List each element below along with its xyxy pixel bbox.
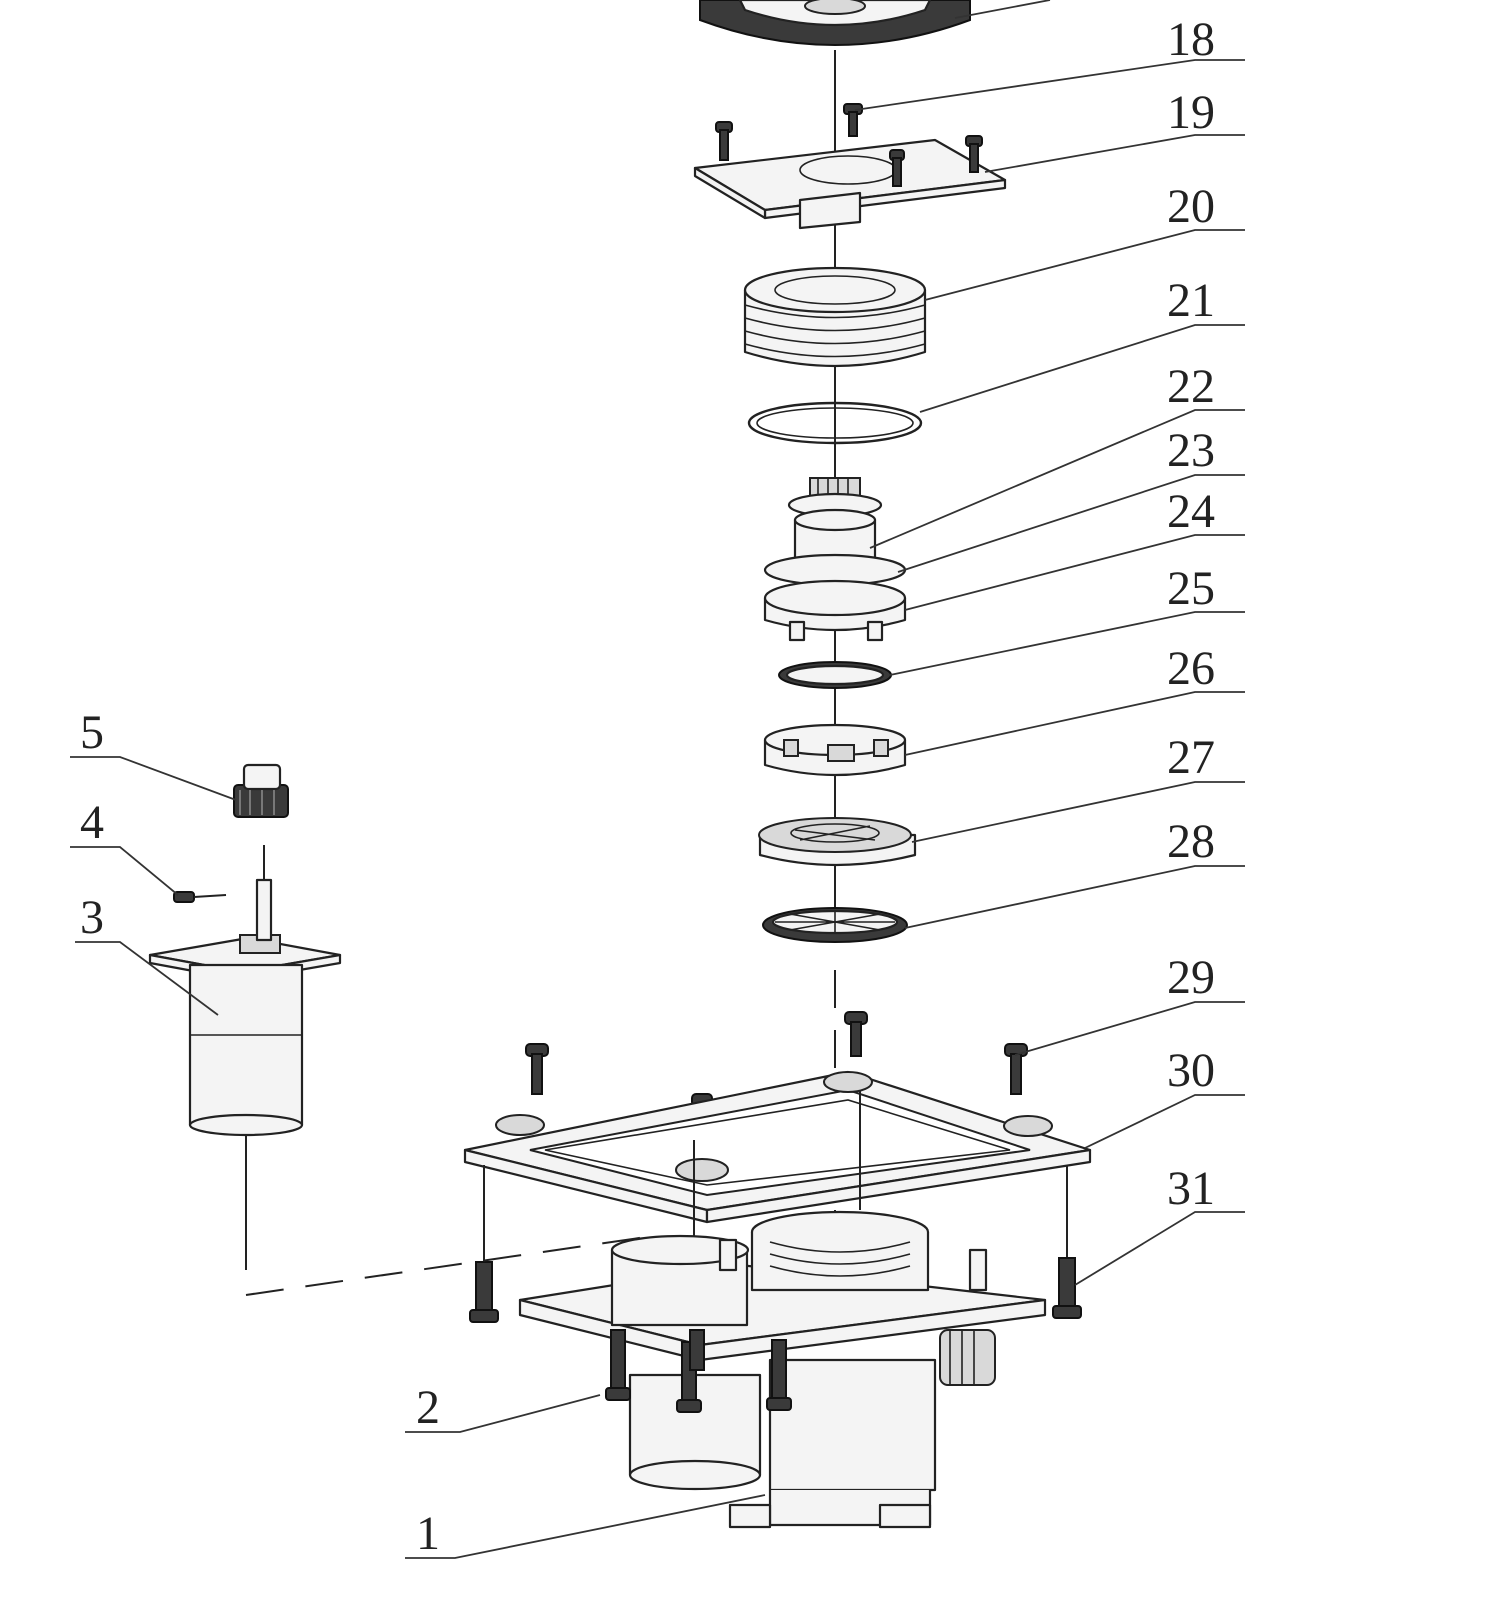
screws-2 [605,1329,792,1413]
callout-24: 24 [1167,485,1215,538]
screws-31 [469,1257,1082,1323]
ring-25 [778,661,892,689]
callout-22: 22 [1167,360,1215,413]
mounting-plate-19 [693,121,1007,230]
valve-body-1 [518,1210,1047,1529]
pin-4 [173,891,227,903]
o-ring-21 [747,401,923,445]
callout-19: 19 [1167,86,1215,139]
motor-alignment-line [245,1234,661,1296]
callout-28: 28 [1167,815,1215,868]
piston-stack-22-24 [763,477,907,642]
callout-1: 1 [416,1507,440,1560]
callout-30: 30 [1167,1044,1215,1097]
spacer-26 [763,723,907,777]
callout-18: 18 [1167,13,1215,66]
callout-2: 2 [416,1381,440,1434]
disc-27 [758,817,917,867]
callout-20: 20 [1167,180,1215,233]
callout-3: 3 [80,891,104,944]
callout-25: 25 [1167,562,1215,615]
frame-30 [463,1070,1092,1224]
callout-5: 5 [80,706,104,759]
callout-29: 29 [1167,951,1215,1004]
screw-18 [843,103,863,137]
threaded-cap-20 [743,266,927,368]
callout-26: 26 [1167,642,1215,695]
motor-shaft [255,845,273,942]
motor-3 [148,934,342,1137]
disc-28 [762,907,908,943]
callout-23: 23 [1167,424,1215,477]
top-gear [699,0,971,46]
pinion-gear-5 [233,763,289,818]
callout-21: 21 [1167,274,1215,327]
callout-27: 27 [1167,731,1215,784]
callout-31: 31 [1167,1162,1215,1215]
callout-4: 4 [80,796,104,849]
leader-lines [70,0,1245,1559]
callout-labels: 18 19 20 21 22 23 24 25 26 27 28 29 30 3… [80,13,1215,1560]
